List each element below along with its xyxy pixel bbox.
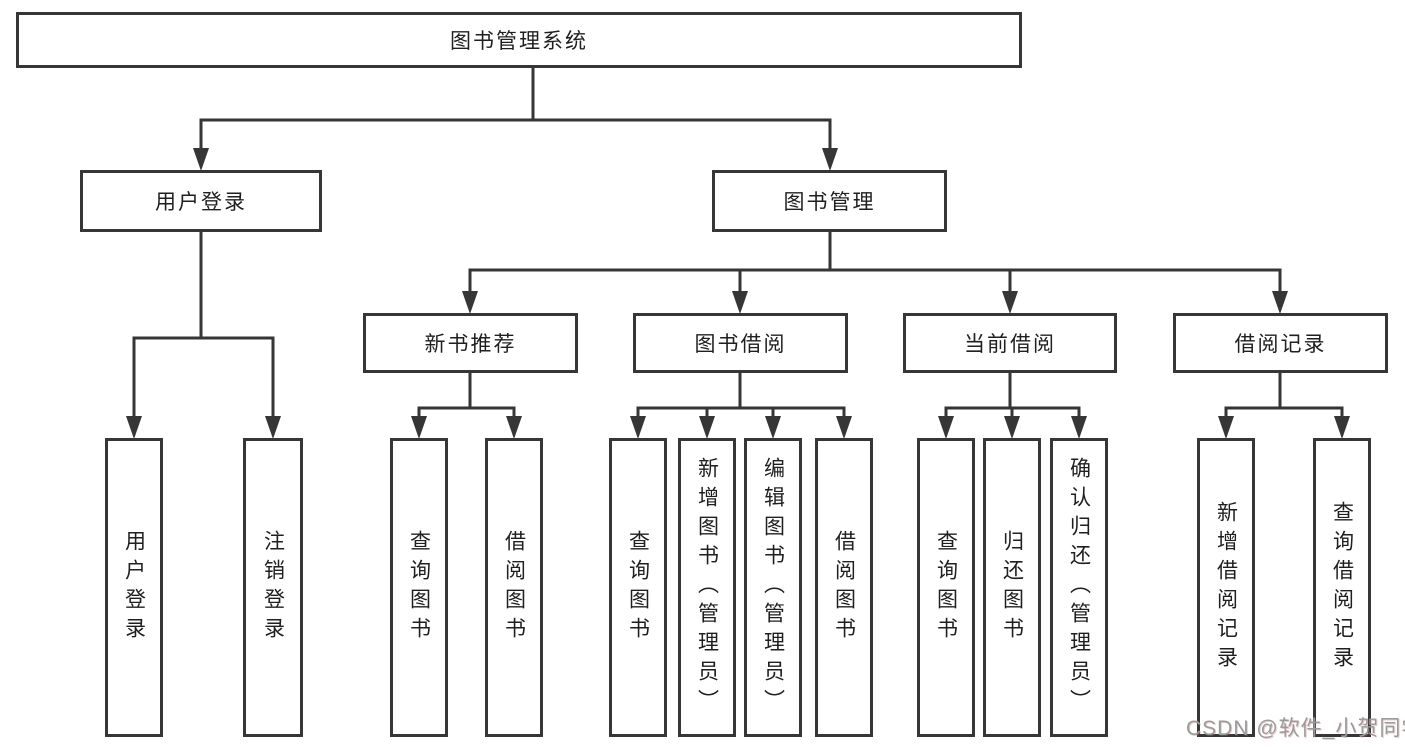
leaf-borrow-books-label: 借阅图书 [832,529,856,646]
leaf-edit-books-admin: 编辑图书（管理员） [744,438,802,737]
csdn-watermark: CSDN @软件_小贺同学 [1186,717,1405,740]
leaf-add-books-admin-label: 新增图书（管理员） [695,457,719,718]
leaf-borrow-books: 借阅图书 [815,438,873,737]
leaf-recommend-borrow-books: 借阅图书 [485,438,543,737]
leaf-user-login-label: 用户登录 [122,529,146,646]
node-new-book-recommend-label: 新书推荐 [424,333,517,356]
node-book-management-label: 图书管理 [783,191,876,214]
leaf-edit-books-admin-label: 编辑图书（管理员） [761,457,785,718]
leaf-confirm-return-admin: 确认归还（管理员） [1050,438,1108,737]
leaf-search-borrow-record: 查询借阅记录 [1313,438,1371,737]
leaf-return-books: 归还图书 [983,438,1041,737]
leaf-recommend-borrow-books-label: 借阅图书 [502,529,526,646]
leaf-return-books-label: 归还图书 [1000,529,1024,646]
leaf-current-search-books: 查询图书 [917,438,975,737]
leaf-logout: 注销登录 [243,438,303,737]
leaf-current-search-books-label: 查询图书 [934,529,958,646]
arrow-heads [126,148,1350,439]
node-book-management: 图书管理 [712,170,947,232]
node-user-login-label: 用户登录 [155,191,247,214]
leaf-user-login: 用户登录 [105,438,163,737]
leaf-borrow-search-books: 查询图书 [609,438,667,737]
leaf-search-borrow-record-label: 查询借阅记录 [1330,500,1354,675]
node-current-borrowing: 当前借阅 [903,313,1117,373]
leaf-recommend-search-books-label: 查询图书 [407,529,431,646]
node-borrowing-records: 借阅记录 [1173,313,1388,373]
leaf-recommend-search-books: 查询图书 [390,438,448,737]
node-root-label: 图书管理系统 [450,30,588,53]
leaf-add-books-admin: 新增图书（管理员） [678,438,736,737]
leaf-logout-label: 注销登录 [261,529,285,646]
node-book-borrowing: 图书借阅 [633,313,848,373]
leaf-add-borrow-record: 新增借阅记录 [1197,438,1255,737]
node-root: 图书管理系统 [16,12,1022,68]
leaf-add-borrow-record-label: 新增借阅记录 [1214,500,1238,675]
node-book-borrowing-label: 图书借阅 [694,333,787,356]
node-new-book-recommend: 新书推荐 [363,313,578,373]
node-borrowing-records-label: 借阅记录 [1234,333,1327,356]
node-user-login: 用户登录 [80,170,322,232]
leaf-borrow-search-books-label: 查询图书 [626,529,650,646]
node-current-borrowing-label: 当前借阅 [964,333,1056,356]
leaf-confirm-return-admin-label: 确认归还（管理员） [1067,457,1091,718]
